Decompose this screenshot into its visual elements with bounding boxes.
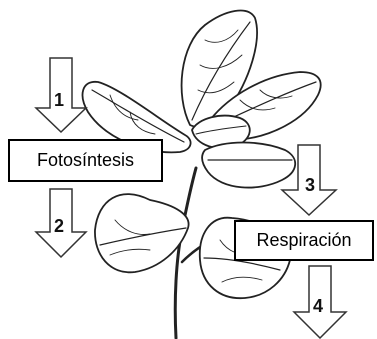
leaf-middle-right [202,143,295,188]
arrow-2-number: 2 [54,217,64,235]
leaf-lower-left [95,194,189,272]
arrow-4-number: 4 [313,297,323,315]
arrow-3-number: 3 [305,176,315,194]
arrow-1-number: 1 [54,91,64,109]
fotosintesis-label: Fotosíntesis [8,139,163,182]
respiracion-label: Respiración [234,220,374,261]
